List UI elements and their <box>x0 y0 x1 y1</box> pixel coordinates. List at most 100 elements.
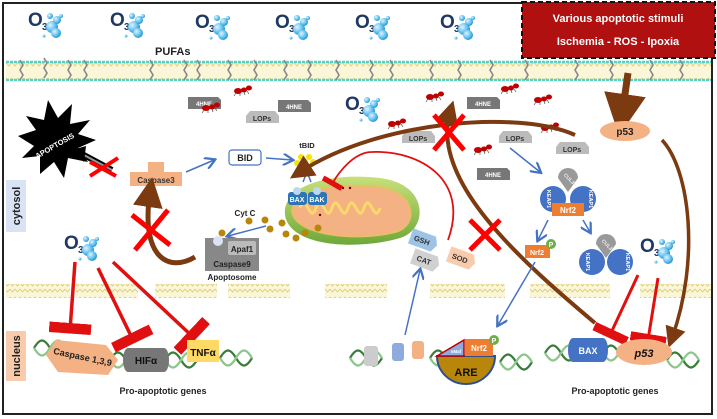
svg-text:sMaf: sMaf <box>451 349 462 354</box>
bax-label: BAX <box>290 197 305 204</box>
bak-label: BAK <box>309 197 324 204</box>
bax-to-mito-arrow <box>435 100 597 325</box>
bax-bak-channel: BAX BAK <box>288 187 327 205</box>
pro-apoptotic-genes-right: Pro-apoptotic genes <box>571 386 658 396</box>
svg-text:ARE: ARE <box>454 367 477 379</box>
ozone-molecule-icon <box>275 12 310 40</box>
sod-tag: SOD <box>445 246 476 270</box>
inhibition-line <box>111 260 210 355</box>
are-complex: ARE sMaf Nrf2 P <box>434 335 499 385</box>
activation-arrow <box>265 158 292 160</box>
diagram-frame <box>2 2 713 415</box>
apoptosis-starburst: APOPTOSIS <box>18 100 96 178</box>
tbid-label: tBID <box>299 141 315 150</box>
blocked-apoptosis-arrow <box>72 146 120 178</box>
stimuli-to-p53-arrow <box>604 72 646 136</box>
inhibition-line <box>96 267 154 353</box>
cytosol-label: cytosol <box>11 187 23 226</box>
svg-text:4HNE: 4HNE <box>286 105 302 111</box>
ozone-molecule-icon <box>28 10 63 38</box>
ozone-molecule-icon <box>640 236 675 264</box>
keap1-cul3-complex: CUL3 KEAP1 KEAP1 <box>579 234 633 275</box>
svg-text:4HNE: 4HNE <box>475 102 491 108</box>
apoptosome-node: Apaf1 Caspase9 Apoptosome <box>205 236 259 282</box>
bid-node: BID <box>228 149 262 166</box>
hne-tag: 4HNE <box>467 97 500 109</box>
lops-tag: LOPs <box>246 111 279 123</box>
svg-text:BID: BID <box>237 153 253 163</box>
caspase3-node: Caspase3 <box>130 162 182 186</box>
p53-to-gene-arrow <box>660 138 691 348</box>
cytc-label: Cyt C <box>235 209 256 218</box>
pro-apoptotic-genes-left: Pro-apoptotic genes <box>119 386 206 396</box>
free-nrf2-node: Nrf2 P <box>525 239 556 258</box>
pufa-chains <box>19 57 684 81</box>
svg-text:KEAP1: KEAP1 <box>545 190 551 208</box>
lops-tag: LOPs <box>499 131 532 143</box>
ozone-molecule-icon <box>440 12 475 40</box>
activation-arrow <box>509 147 540 172</box>
ant-icon <box>473 144 493 156</box>
hne-tag: 4HNE <box>278 100 311 112</box>
plasma-membrane <box>6 60 711 82</box>
block-x-icon <box>432 113 466 152</box>
block-x-icon <box>468 218 502 252</box>
gene-hif: HIFα <box>123 348 169 372</box>
gene-tnf: TNFα <box>187 340 219 362</box>
gene-p53: p53 <box>616 339 672 365</box>
cat-tag: CAT <box>409 248 440 272</box>
activation-arrow <box>538 219 549 240</box>
svg-text:KEAP1: KEAP1 <box>624 253 630 271</box>
cytc-release-arrow <box>228 225 267 236</box>
ant-icon <box>233 85 253 97</box>
nuclear-translocation-arrow <box>498 261 536 325</box>
svg-text:Nrf2: Nrf2 <box>530 250 544 257</box>
phospho-icon: P <box>549 242 554 249</box>
cytochrome-c-particles <box>218 216 322 242</box>
svg-text:LOPs: LOPs <box>409 136 427 143</box>
svg-text:Caspase3: Caspase3 <box>137 176 175 185</box>
ant-icon <box>533 94 553 106</box>
svg-text:4HNE: 4HNE <box>196 102 212 108</box>
ozone-molecule-icon <box>195 12 230 40</box>
dna-helix-middle <box>348 341 534 371</box>
svg-text:p53: p53 <box>616 127 634 138</box>
nucleus-region-label <box>6 331 26 381</box>
lops-tag: LOPs <box>556 142 589 154</box>
inhibition-line <box>592 274 640 346</box>
stimuli-line-2: Ischemia - ROS - Ipoxia <box>557 36 680 48</box>
cytosol-region-label <box>6 180 26 232</box>
gene-caspase: Caspase 1,3,9 <box>46 340 118 375</box>
svg-text:KEAP1: KEAP1 <box>584 253 590 271</box>
svg-text:HIFα: HIFα <box>135 356 158 367</box>
gsh-tag: GSH <box>407 228 438 252</box>
nuclear-membrane <box>6 284 711 298</box>
ozone-molecule-icon <box>355 12 390 40</box>
translocation-arrow <box>302 169 312 183</box>
svg-text:Nrf2: Nrf2 <box>560 206 577 215</box>
svg-text:LOPs: LOPs <box>563 147 581 154</box>
antioxidant-inhibition-line <box>321 151 455 241</box>
stimuli-line-1: Various apoptotic stimuli <box>553 13 684 25</box>
ant-icon <box>425 91 445 103</box>
svg-text:Nrf2: Nrf2 <box>471 344 488 353</box>
gene-expression-arrow <box>404 270 420 336</box>
ozone-molecule-icon <box>345 94 380 122</box>
hne-tag: 4HNE <box>477 168 510 180</box>
svg-text:Caspase9: Caspase9 <box>213 260 251 269</box>
ant-icon <box>500 83 520 95</box>
svg-text:LOPs: LOPs <box>506 136 524 143</box>
svg-text:LOPs: LOPs <box>253 116 271 123</box>
svg-text:BAX: BAX <box>578 346 597 356</box>
apoptotic-stimuli-box: Various apoptotic stimuli Ischemia - ROS… <box>521 1 716 59</box>
activation-arrow <box>185 160 214 173</box>
caspase-activation-arrow <box>132 177 197 266</box>
p53-node: p53 <box>600 121 650 141</box>
svg-text:p53: p53 <box>634 348 654 360</box>
pufas-label: PUFAs <box>155 46 190 58</box>
svg-text:Apaf1: Apaf1 <box>231 245 254 254</box>
gene-bax: BAX <box>568 338 608 362</box>
svg-text:Apoptosome: Apoptosome <box>208 273 257 282</box>
